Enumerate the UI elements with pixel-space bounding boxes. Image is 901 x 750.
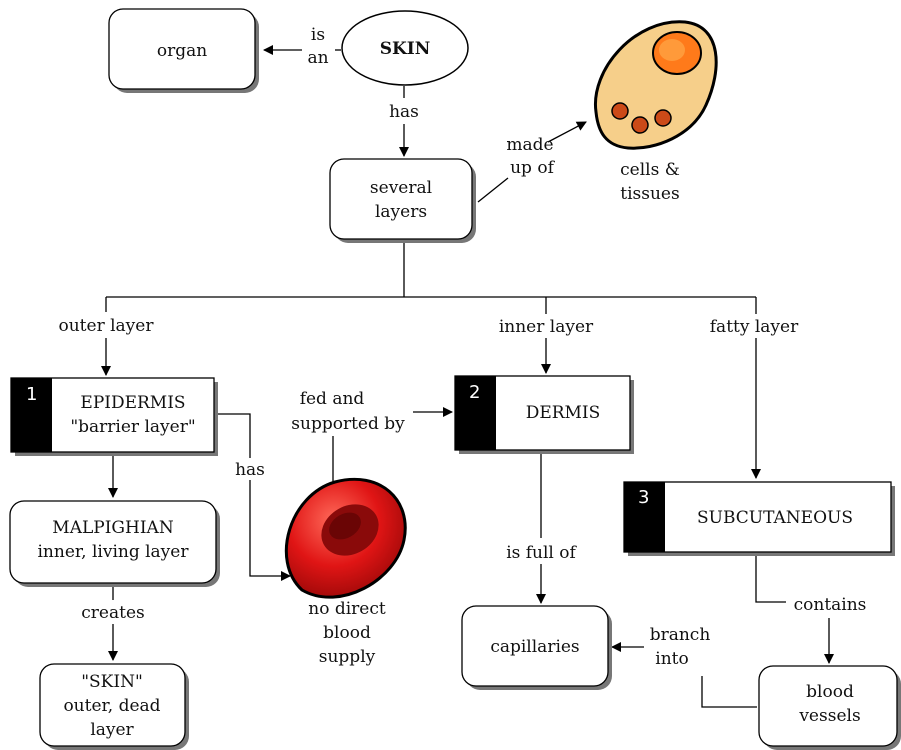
dermis-title: DERMIS <box>526 403 601 423</box>
skin-label: SKIN <box>380 39 431 59</box>
node-skin-outer: "SKIN" outer, dead layer <box>39 663 189 750</box>
cells-tissues-line2: tissues <box>620 184 679 204</box>
label-up-of: up of <box>510 158 555 178</box>
epidermis-title: EPIDERMIS <box>80 393 185 413</box>
node-malpighian: MALPIGHIAN inner, living layer <box>9 500 220 587</box>
cell-dot <box>654 109 672 127</box>
badge-subcutaneous <box>624 482 665 552</box>
capillaries-label: capillaries <box>490 637 579 657</box>
epidermis-number: 1 <box>26 384 37 405</box>
malpighian-line1: MALPIGHIAN <box>52 518 174 538</box>
connector-lines <box>101 45 834 708</box>
line-contains <box>755 555 786 603</box>
badge-epidermis <box>11 378 52 452</box>
node-capillaries: capillaries <box>461 605 612 690</box>
skin-outer-line3: layer <box>90 720 134 740</box>
line-branch-into <box>701 676 757 708</box>
label-has-top: has <box>389 102 419 122</box>
label-made: made <box>506 135 553 155</box>
blood-vessels-line1: blood <box>806 682 854 702</box>
label-fatty-layer: fatty layer <box>710 317 799 337</box>
line-has-side-top <box>216 413 251 458</box>
subcutaneous-number: 3 <box>638 487 649 508</box>
several-layers-line2: layers <box>375 202 427 222</box>
node-several-layers: several layers <box>329 158 476 243</box>
label-creates: creates <box>81 603 144 623</box>
subcutaneous-title: SUBCUTANEOUS <box>697 508 853 528</box>
label-has-side: has <box>235 460 265 480</box>
node-skin: SKIN <box>341 10 469 86</box>
node-epidermis: 1 EPIDERMIS "barrier layer" <box>10 377 218 456</box>
cell-dot <box>631 116 649 134</box>
skin-outer-line2: outer, dead <box>63 696 160 716</box>
badge-dermis <box>455 376 496 450</box>
arrow-to-no-blood <box>249 480 291 581</box>
label-inner-layer: inner layer <box>499 317 594 337</box>
node-subcutaneous: 3 SUBCUTANEOUS <box>623 481 895 556</box>
label-supported-by: supported by <box>291 414 405 434</box>
several-layers-line1: several <box>370 178 432 198</box>
cell-body <box>594 20 718 150</box>
no-blood-line1: no direct <box>308 599 386 619</box>
label-fed-and: fed and <box>300 389 365 409</box>
no-blood-line3: supply <box>319 647 376 667</box>
dermis-number: 2 <box>469 382 480 403</box>
label-an: an <box>307 48 328 68</box>
label-contains: contains <box>794 595 867 615</box>
node-blood-vessels: blood vessels <box>758 665 901 750</box>
cell-illustration <box>594 20 718 150</box>
blood-vessels-line2: vessels <box>798 706 860 726</box>
malpighian-line2: inner, living layer <box>38 542 190 562</box>
epidermis-subtitle: "barrier layer" <box>70 417 195 437</box>
label-outer-layer: outer layer <box>59 316 155 336</box>
cell-dot <box>611 102 629 120</box>
skin-outer-line1: "SKIN" <box>81 672 143 692</box>
node-dermis: 2 DERMIS <box>454 375 634 454</box>
cells-tissues-line1: cells & <box>620 160 680 180</box>
label-is: is <box>311 25 325 45</box>
label-into: into <box>655 649 688 669</box>
node-organ: organ <box>108 8 259 93</box>
arrow-to-cells <box>547 121 587 143</box>
label-is-full-of: is full of <box>506 543 577 563</box>
line-made-up-of <box>477 177 509 203</box>
link-labels: is an has made up of outer layer inner l… <box>59 25 867 669</box>
label-branch: branch <box>650 625 711 645</box>
organ-label: organ <box>157 41 207 61</box>
red-blood-cell-illustration <box>284 477 407 599</box>
no-blood-line2: blood <box>323 623 371 643</box>
